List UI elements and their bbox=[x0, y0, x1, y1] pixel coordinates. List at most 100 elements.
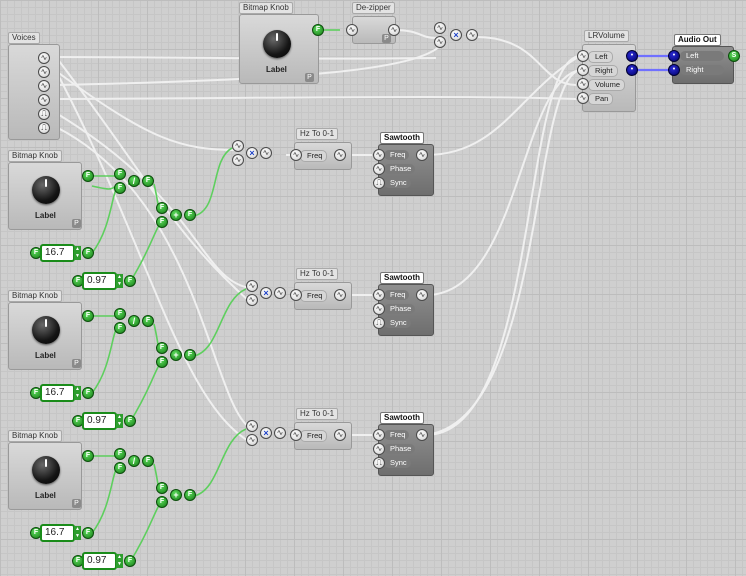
input-pin[interactable]: ∿ bbox=[290, 149, 302, 161]
float-output-pin[interactable]: F bbox=[184, 349, 196, 361]
divide-module[interactable]: F F / F bbox=[114, 308, 158, 342]
spinner-control[interactable]: ▲▼ bbox=[74, 526, 81, 540]
float-output-pin[interactable]: F bbox=[312, 24, 324, 36]
input-pin-volume[interactable]: ∿ bbox=[577, 78, 589, 90]
float-output-pin[interactable]: F bbox=[184, 489, 196, 501]
dezipper-module[interactable]: De-zipper ∿ ∿ P bbox=[340, 2, 400, 44]
float-output-pin[interactable]: F bbox=[124, 275, 136, 287]
float-input-pin[interactable]: F bbox=[156, 496, 168, 508]
float-output-pin[interactable]: F bbox=[142, 315, 154, 327]
float-output-pin[interactable]: F bbox=[82, 247, 94, 259]
input-pin-phase[interactable]: ∿ bbox=[373, 303, 385, 315]
input-pin-pan[interactable]: ∿ bbox=[577, 92, 589, 104]
multiply-module[interactable]: ∿ ∿ × ∿ bbox=[246, 280, 292, 310]
input-pin[interactable]: ∿ bbox=[290, 289, 302, 301]
input-pin-freq[interactable]: ∿ bbox=[373, 289, 385, 301]
input-pin-phase[interactable]: ∿ bbox=[373, 443, 385, 455]
bitmap-knob-module[interactable]: Bitmap Knob Label P F bbox=[8, 150, 94, 230]
input-pin-sync[interactable]: ⎍ bbox=[373, 177, 385, 189]
spinner-control[interactable]: ▲▼ bbox=[74, 246, 81, 260]
input-pin[interactable]: ∿ bbox=[232, 140, 244, 152]
output-pin[interactable]: ∿ bbox=[38, 80, 50, 92]
float-input-pin[interactable]: F bbox=[156, 216, 168, 228]
input-pin-phase[interactable]: ∿ bbox=[373, 163, 385, 175]
sawtooth-module[interactable]: Sawtooth ∿ Freq ∿ Phase ⎍ Sync ∿ bbox=[370, 272, 434, 336]
float-output-pin[interactable]: F bbox=[82, 527, 94, 539]
knob-control[interactable] bbox=[32, 456, 60, 484]
lrvolume-module[interactable]: LRVolume ∿ Left ∿ Right ∿ Volume ∿ Pan •… bbox=[574, 30, 638, 112]
output-pin[interactable]: ∿ bbox=[38, 94, 50, 106]
settings-badge[interactable]: S bbox=[728, 50, 740, 62]
hz-to-01-module[interactable]: Hz To 0-1 ∿ Freq ∿ bbox=[286, 268, 352, 310]
output-pin[interactable]: ∿ bbox=[274, 427, 286, 439]
voices-module[interactable]: Voices ∿ ∿ ∿ ∿ ⎍ ⎍ bbox=[8, 32, 60, 140]
bitmap-knob-module[interactable]: Bitmap Knob Label P F bbox=[8, 290, 94, 370]
input-pin-right[interactable]: ∿ bbox=[577, 64, 589, 76]
input-pin[interactable]: ∿ bbox=[246, 280, 258, 292]
audio-out-module[interactable]: Audio Out • Left • Right S bbox=[666, 34, 744, 84]
number-entry-module[interactable]: F 16.7 ▲▼ F bbox=[30, 244, 96, 262]
float-input-pin[interactable]: F bbox=[114, 168, 126, 180]
output-pin[interactable]: ∿ bbox=[416, 289, 428, 301]
output-pin-right[interactable]: • bbox=[626, 64, 638, 76]
multiply-module[interactable]: ∿ ∿ × ∿ bbox=[232, 140, 278, 170]
float-output-pin[interactable]: F bbox=[142, 175, 154, 187]
float-input-pin[interactable]: F bbox=[114, 182, 126, 194]
output-pin[interactable]: ∿ bbox=[416, 149, 428, 161]
input-pin[interactable]: ∿ bbox=[346, 24, 358, 36]
spinner-control[interactable]: ▲▼ bbox=[116, 414, 123, 428]
output-pin[interactable]: ∿ bbox=[416, 429, 428, 441]
input-pin-sync[interactable]: ⎍ bbox=[373, 457, 385, 469]
input-pin[interactable]: ∿ bbox=[246, 294, 258, 306]
number-entry-module[interactable]: F 0.97 ▲▼ F bbox=[72, 412, 138, 430]
add-module[interactable]: F F + F bbox=[156, 202, 200, 236]
number-field[interactable]: 16.7 bbox=[40, 384, 75, 402]
float-output-pin[interactable]: F bbox=[184, 209, 196, 221]
input-pin-sync[interactable]: ⎍ bbox=[373, 317, 385, 329]
input-pin[interactable]: ∿ bbox=[434, 36, 446, 48]
add-module[interactable]: F F + F bbox=[156, 482, 200, 516]
float-input-pin[interactable]: F bbox=[114, 448, 126, 460]
number-field[interactable]: 16.7 bbox=[40, 244, 75, 262]
knob-control[interactable] bbox=[32, 316, 60, 344]
input-pin-left[interactable]: ∿ bbox=[577, 50, 589, 62]
output-pin[interactable]: ∿ bbox=[38, 66, 50, 78]
divide-module[interactable]: F F / F bbox=[114, 168, 158, 202]
number-entry-module[interactable]: F 0.97 ▲▼ F bbox=[72, 552, 138, 570]
float-output-pin[interactable]: F bbox=[82, 450, 94, 462]
output-pin[interactable]: ∿ bbox=[274, 287, 286, 299]
number-entry-module[interactable]: F 16.7 ▲▼ F bbox=[30, 524, 96, 542]
float-input-pin[interactable]: F bbox=[114, 462, 126, 474]
output-pin[interactable]: ⎍ bbox=[38, 122, 50, 134]
bitmap-knob-module[interactable]: Bitmap Knob Label P F bbox=[8, 430, 94, 510]
sawtooth-module[interactable]: Sawtooth ∿ Freq ∿ Phase ⎍ Sync ∿ bbox=[370, 412, 434, 476]
hz-to-01-module[interactable]: Hz To 0-1 ∿ Freq ∿ bbox=[286, 128, 352, 170]
output-pin-left[interactable]: • bbox=[626, 50, 638, 62]
input-pin[interactable]: ∿ bbox=[290, 429, 302, 441]
number-field[interactable]: 0.97 bbox=[82, 552, 117, 570]
number-field[interactable]: 0.97 bbox=[82, 272, 117, 290]
output-pin[interactable]: ∿ bbox=[388, 24, 400, 36]
float-input-pin[interactable]: F bbox=[156, 356, 168, 368]
output-pin[interactable]: ∿ bbox=[334, 289, 346, 301]
knob-control[interactable] bbox=[32, 176, 60, 204]
multiply-module[interactable]: ∿ ∿ × ∿ bbox=[246, 420, 292, 450]
float-output-pin[interactable]: F bbox=[142, 455, 154, 467]
float-input-pin[interactable]: F bbox=[156, 202, 168, 214]
sawtooth-module[interactable]: Sawtooth ∿ Freq ∿ Phase ⎍ Sync ∿ bbox=[370, 132, 434, 196]
knob-control[interactable] bbox=[263, 30, 291, 58]
multiply-module[interactable]: ∿ ∿ × ∿ bbox=[434, 22, 480, 52]
float-output-pin[interactable]: F bbox=[82, 310, 94, 322]
bitmap-knob-module[interactable]: Bitmap Knob Label P F bbox=[239, 2, 324, 84]
float-output-pin[interactable]: F bbox=[82, 387, 94, 399]
float-input-pin[interactable]: F bbox=[114, 308, 126, 320]
input-pin[interactable]: ∿ bbox=[434, 22, 446, 34]
float-output-pin[interactable]: F bbox=[124, 555, 136, 567]
divide-module[interactable]: F F / F bbox=[114, 448, 158, 482]
hz-to-01-module[interactable]: Hz To 0-1 ∿ Freq ∿ bbox=[286, 408, 352, 450]
input-pin-freq[interactable]: ∿ bbox=[373, 429, 385, 441]
input-pin[interactable]: ∿ bbox=[246, 420, 258, 432]
output-pin[interactable]: ∿ bbox=[260, 147, 272, 159]
number-field[interactable]: 0.97 bbox=[82, 412, 117, 430]
output-pin[interactable]: ∿ bbox=[334, 429, 346, 441]
